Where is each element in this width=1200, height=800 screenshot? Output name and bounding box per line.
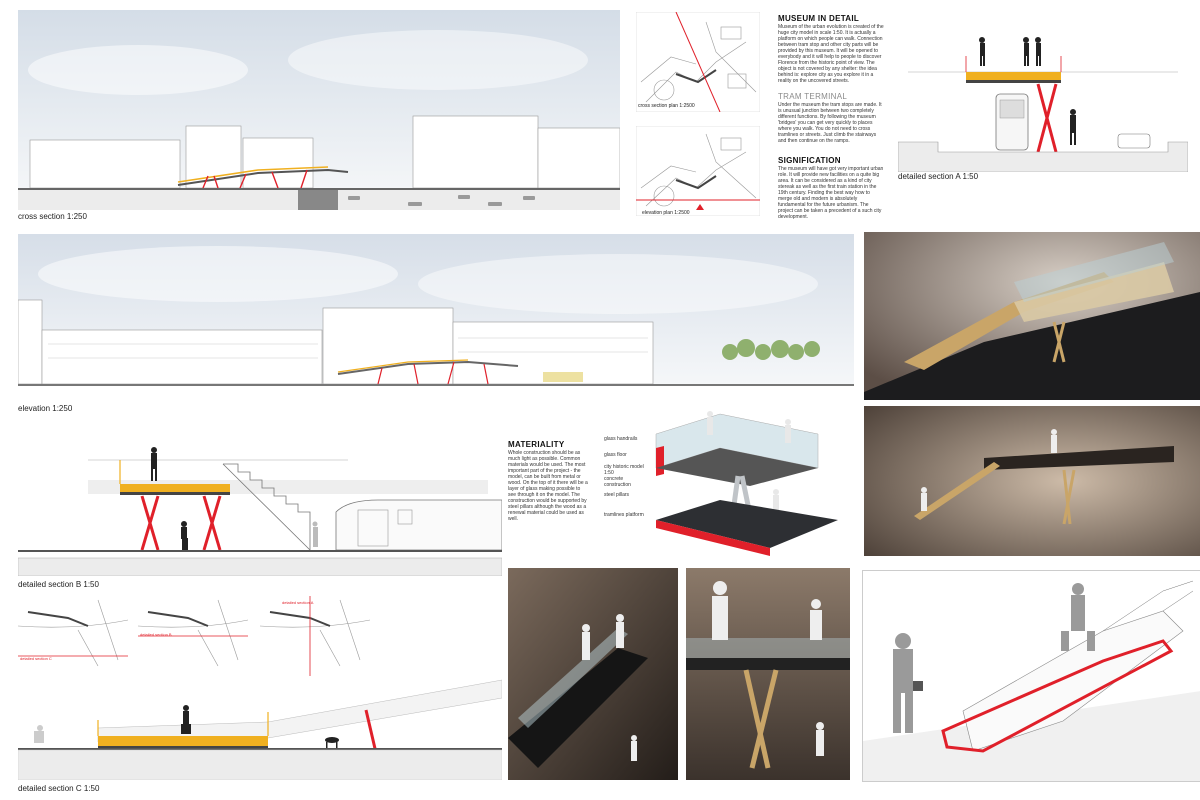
- model-photo-2: [864, 406, 1200, 556]
- section-a-caption: detailed section A 1:50: [898, 172, 979, 181]
- elevation-plan-caption: elevation plan 1:2500: [642, 210, 690, 216]
- elevation-caption: elevation 1:250: [18, 404, 73, 413]
- signification-title: SIGNIFICATION: [778, 156, 841, 165]
- materiality-body: Whole construction should be as much lig…: [508, 450, 588, 522]
- section-b-caption: detailed section B 1:50: [18, 580, 99, 589]
- label-steel-pillars: steel pillars: [604, 492, 630, 498]
- exploded-axonometric: [650, 408, 840, 558]
- detailed-section-a-drawing: [897, 34, 1189, 173]
- tram-title: TRAM TERMINAL: [778, 92, 848, 101]
- plan-marker-c: detailed section C: [20, 656, 52, 661]
- label-city-model: city historic model 1:50: [604, 464, 644, 476]
- museum-title: MUSEUM IN DETAIL: [778, 14, 860, 23]
- museum-body: Museum of the urban evolution is created…: [778, 24, 884, 84]
- label-tramlines: tramlines platform: [604, 512, 644, 518]
- plan-marker-a: detailed section A: [282, 600, 314, 605]
- materiality-title: MATERIALITY: [508, 440, 565, 449]
- detailed-section-c-drawing: [17, 676, 503, 781]
- model-photo-3: [508, 568, 678, 780]
- detailed-section-b-drawing: [17, 432, 503, 577]
- museum-in-detail-block: MUSEUM IN DETAIL Museum of the urban evo…: [778, 14, 884, 84]
- label-concrete: concrete construction: [604, 476, 631, 488]
- tram-body: Under the museum the tram stops are made…: [778, 102, 882, 144]
- label-glass-handrails: glass handrails: [604, 436, 638, 442]
- cross-section-caption: cross section 1:250: [18, 212, 87, 221]
- elevation-plan: [635, 125, 761, 217]
- perspective-sketch: [862, 570, 1200, 782]
- section-c-caption: detailed section C 1:50: [18, 784, 100, 793]
- plan-marker-b: detailed section B: [140, 632, 172, 637]
- tram-terminal-block: TRAM TERMINAL Under the museum the tram …: [778, 92, 884, 144]
- cross-plan-caption: cross section plan 1:2500: [638, 103, 695, 109]
- signification-block: SIGNIFICATION The museum will have got v…: [778, 156, 884, 220]
- model-photo-1: [864, 232, 1200, 400]
- model-photo-4: [686, 568, 850, 780]
- elevation-drawing: [17, 234, 854, 402]
- signification-body: The museum will have got very important …: [778, 166, 884, 220]
- cross-section-drawing: [18, 10, 621, 210]
- plan-triptych: [17, 590, 378, 676]
- label-glass-floor: glass floor: [604, 452, 627, 458]
- materiality-block: MATERIALITY Whole construction should be…: [508, 440, 588, 522]
- cross-section-plan: [635, 11, 761, 113]
